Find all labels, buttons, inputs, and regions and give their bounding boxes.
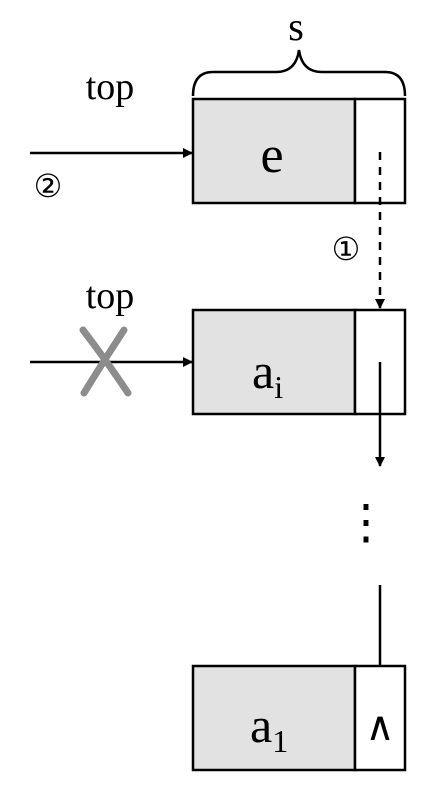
node-a1-label-base: a	[250, 697, 272, 753]
node-a1-label-sub: 1	[272, 723, 288, 759]
node-a1-data-cell	[191, 664, 357, 772]
removed-link-cross	[79, 326, 132, 397]
node-ai: ai	[191, 308, 407, 416]
label-s: s	[288, 4, 304, 49]
step-2-marker: ②	[34, 168, 63, 204]
label-top-new: top	[86, 66, 135, 108]
node-a1-next-cell	[353, 664, 407, 772]
null-pointer-symbol: ∧	[365, 704, 394, 749]
node-a1-label: a1	[250, 697, 288, 759]
label-top-old: top	[86, 275, 135, 317]
node-e: e	[191, 97, 407, 205]
node-e-label: e	[260, 127, 283, 184]
ellipsis: ⋮	[342, 496, 390, 549]
node-a1: a1 ∧	[191, 664, 407, 772]
node-ai-label: ai	[252, 343, 283, 405]
step-1-marker: ①	[332, 231, 361, 267]
node-ai-label-base: a	[252, 343, 274, 399]
brace-s	[191, 49, 407, 97]
node-ai-label-sub: i	[274, 369, 283, 405]
